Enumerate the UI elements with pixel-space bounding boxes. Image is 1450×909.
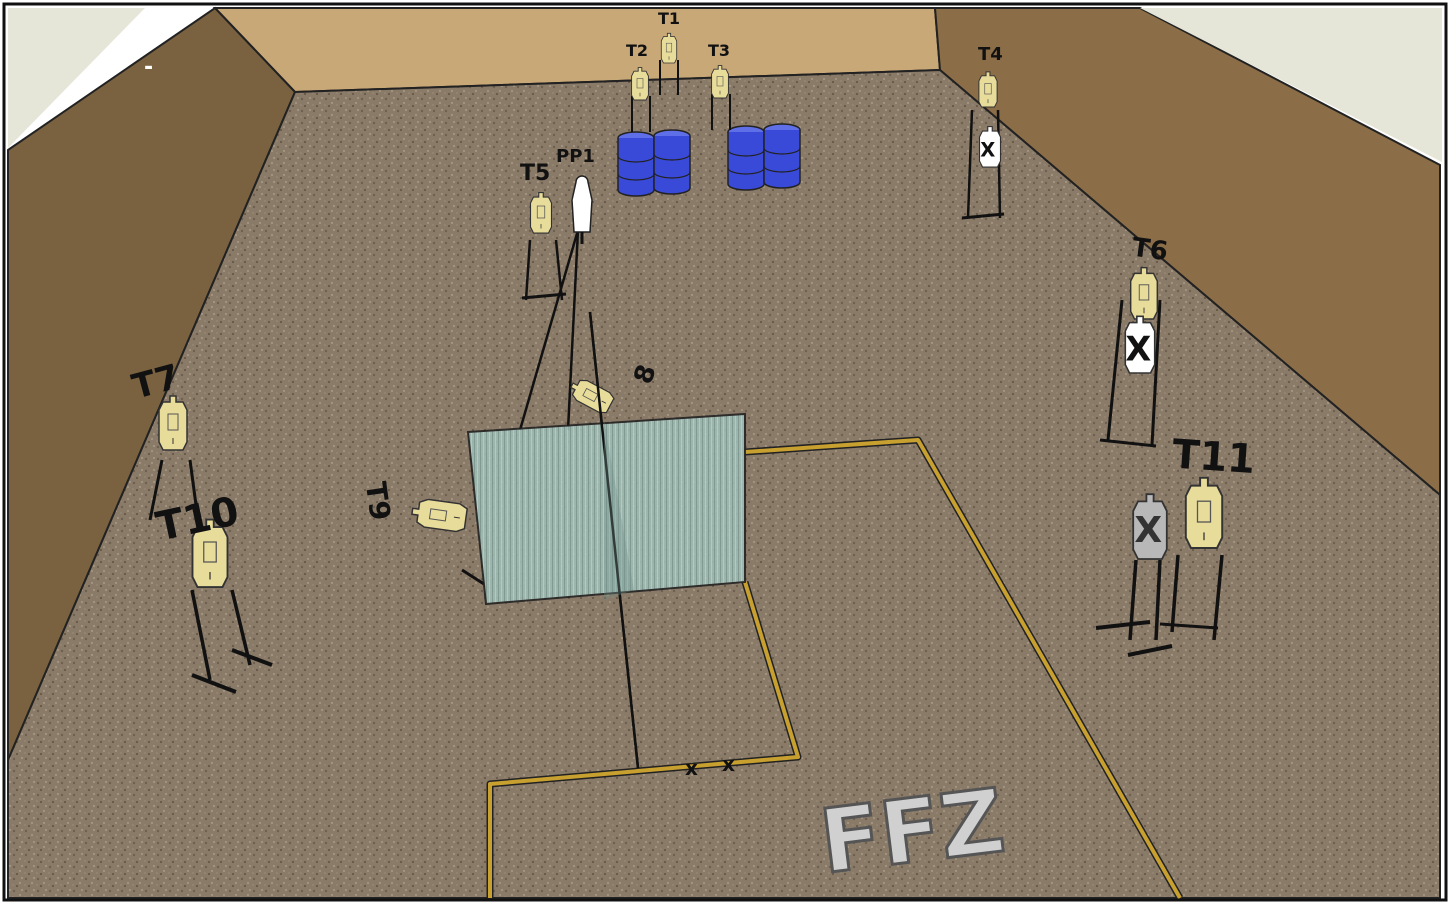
label-PP1: PP1 [556, 146, 595, 167]
fault-mark: x [722, 752, 735, 776]
label-T3: T3 [708, 41, 730, 60]
label-T6: T6 [1130, 233, 1170, 268]
no-shoot-T4: X [980, 127, 1001, 168]
label-T11: T11 [1171, 431, 1257, 483]
label-T1: T1 [658, 9, 680, 28]
no-shoot-T11: X [1133, 494, 1167, 559]
label-T9: T9 [359, 480, 397, 523]
label-T4: T4 [978, 44, 1003, 65]
svg-text:X: X [1134, 510, 1162, 551]
no-shoot-T6: X [1125, 316, 1154, 373]
svg-text:X: X [980, 139, 995, 162]
view-indicator: - [144, 55, 153, 80]
barrel-group-right [728, 124, 800, 190]
svg-text:X: X [1125, 329, 1151, 368]
barrel-group-left [618, 130, 690, 196]
label-T2: T2 [626, 41, 648, 60]
fault-mark: x [685, 756, 698, 780]
label-T5: T5 [520, 161, 550, 186]
